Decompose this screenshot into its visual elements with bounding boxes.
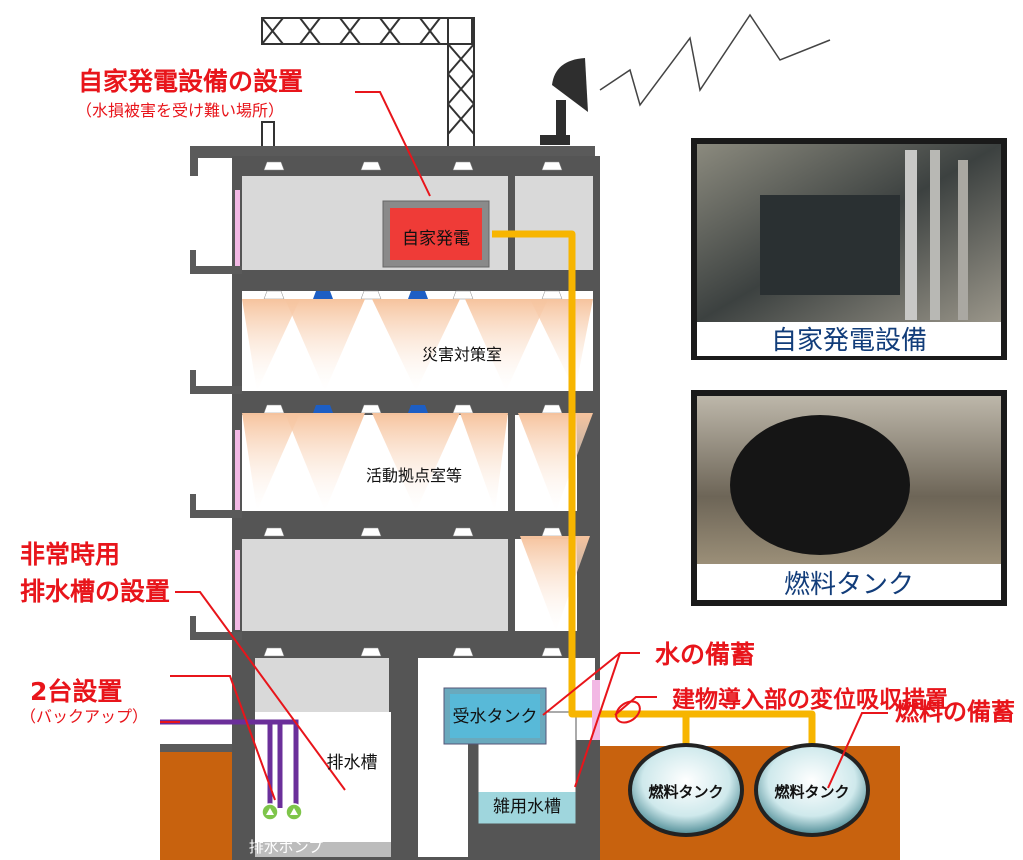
- fuel-tank-photo-caption: 燃料タンク: [784, 570, 914, 600]
- displacement-callout: 建物導入部の変位吸収措置: [672, 686, 948, 713]
- generator-photo: [691, 138, 1007, 360]
- fuel-tank-photo: [691, 390, 1007, 606]
- water-storage-callout: 水の備蓄: [655, 640, 755, 669]
- blue-lights: [313, 291, 428, 413]
- fuel-tank-1-label: 燃料タンク: [648, 783, 723, 801]
- disaster-room-label: 災害対策室: [422, 345, 502, 364]
- activity-room-label: 活動拠点室等: [366, 466, 462, 485]
- pump-callout-title: 2台設置: [30, 677, 122, 706]
- generator-callout-title: 自家発電設備の設置: [78, 67, 303, 96]
- generator-room-label: 自家発電: [402, 229, 470, 249]
- drain-callout-line2: 排水槽の設置: [20, 577, 170, 606]
- drain-pump-label: 排水ポンプ: [249, 838, 324, 856]
- satellite-dish: [540, 58, 588, 145]
- ceiling-lights: [263, 161, 563, 657]
- generator-callout-sub: （水損被害を受け難い場所）: [76, 101, 284, 120]
- drain-tank-label: 排水槽: [327, 753, 378, 773]
- water-tank-label: 受水タンク: [453, 707, 538, 727]
- fuel-tank-2-label: 燃料タンク: [774, 783, 849, 801]
- drain-callout-line1: 非常時用: [20, 540, 120, 569]
- displacement-joint: [615, 700, 641, 724]
- generator-photo-caption: 自家発電設備: [771, 326, 927, 356]
- roof-slab: [190, 146, 595, 158]
- zigzag-antenna-wire: [599, 13, 831, 107]
- fuel-tank-2: [754, 743, 870, 837]
- callout-lines: [160, 91, 888, 801]
- drain-pump-icons: [261, 803, 303, 821]
- fuel-storage-callout: 燃料の備蓄: [895, 698, 1015, 726]
- light-cones-disaster-room: [242, 299, 593, 391]
- pump-callout-sub: （バックアップ）: [20, 707, 148, 726]
- fuel-tank-1: [628, 743, 744, 837]
- misc-water-tank-label: 雑用水槽: [493, 797, 561, 817]
